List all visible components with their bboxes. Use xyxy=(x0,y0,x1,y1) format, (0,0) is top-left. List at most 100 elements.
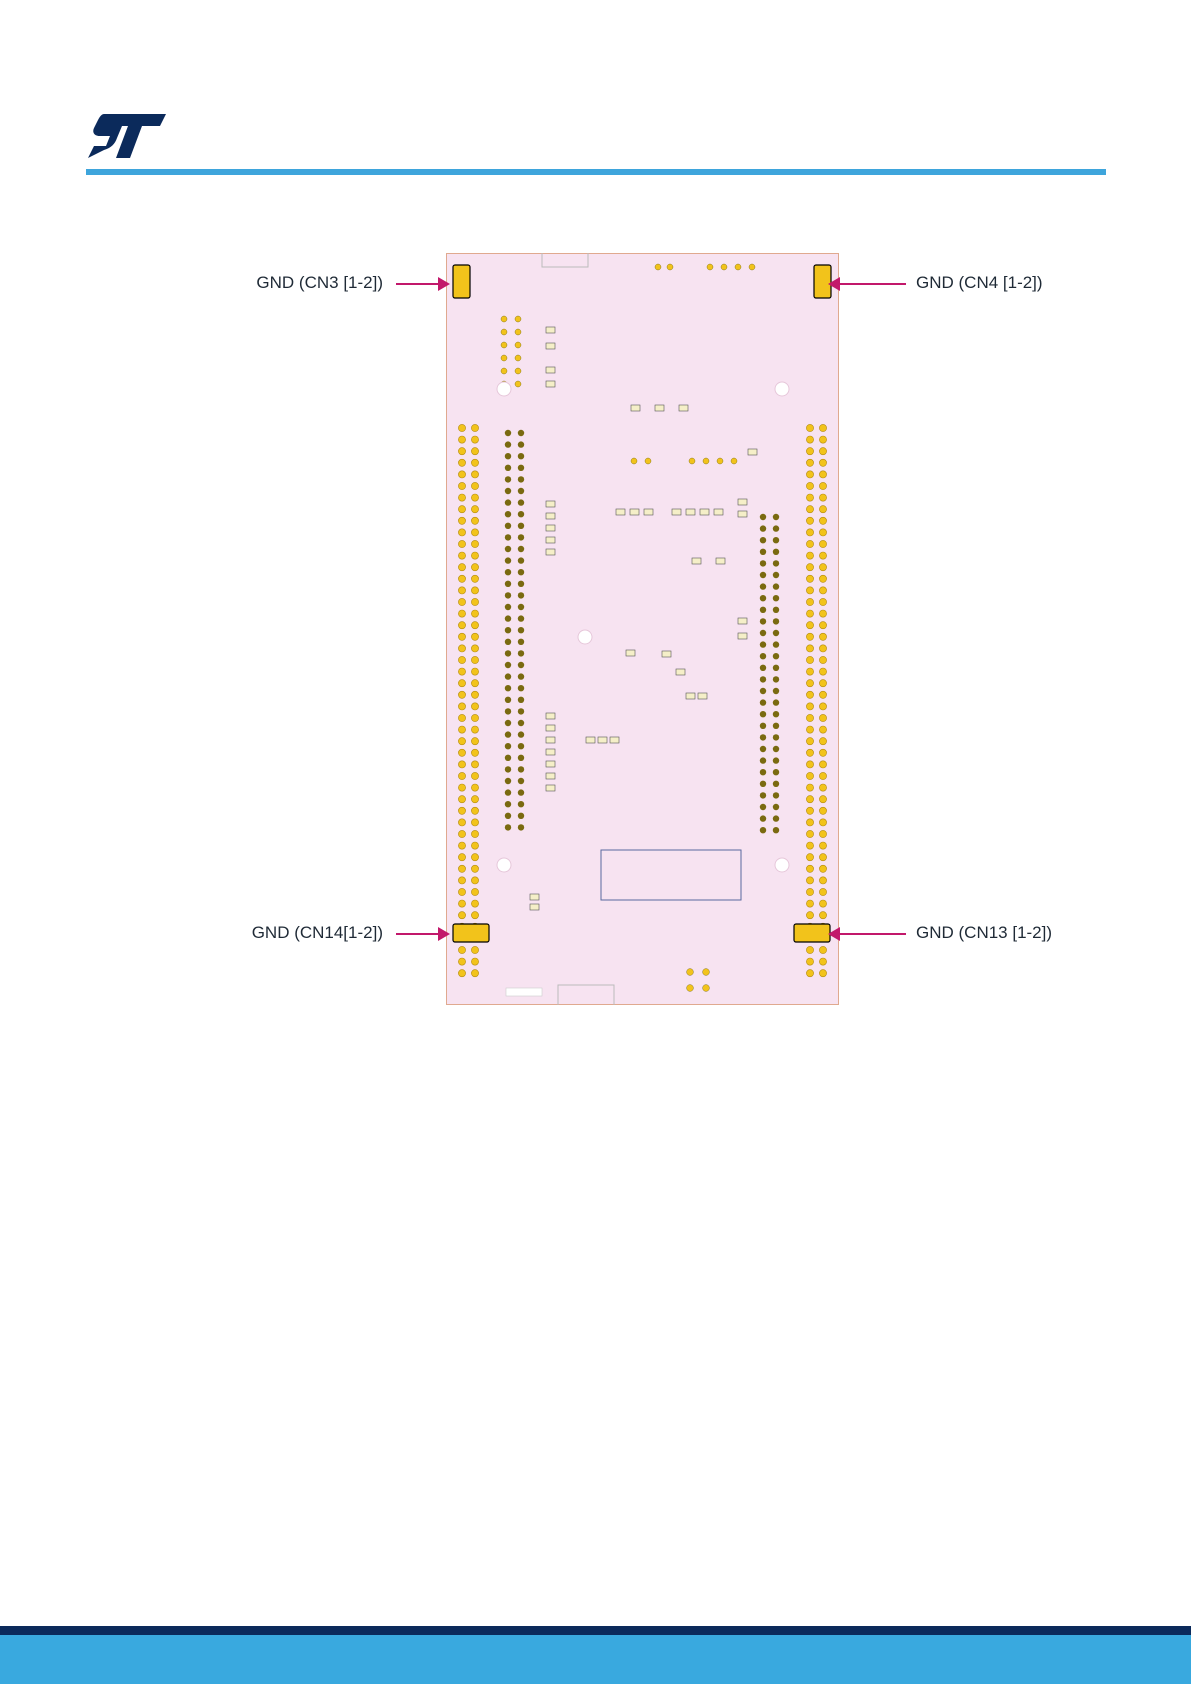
inner-pin xyxy=(760,676,766,682)
header-pin xyxy=(458,564,465,571)
st-logo-icon xyxy=(86,112,168,162)
header-pin xyxy=(819,819,826,826)
inner-pin xyxy=(505,499,511,505)
header-pin xyxy=(458,865,465,872)
inner-pin xyxy=(760,514,766,520)
component xyxy=(586,737,595,743)
header-pin xyxy=(819,622,826,629)
callout-bottom-left: GND (CN14[1-2]) xyxy=(183,923,383,943)
inner-pin xyxy=(773,699,779,705)
header-pin xyxy=(819,482,826,489)
inner-pin xyxy=(505,813,511,819)
header-pin xyxy=(819,506,826,513)
header-pin xyxy=(806,482,813,489)
header-pin xyxy=(806,970,813,977)
header-pin xyxy=(471,784,478,791)
inner-pin xyxy=(518,546,524,552)
component xyxy=(616,509,625,515)
inner-pin xyxy=(518,453,524,459)
inner-pin xyxy=(773,630,779,636)
inner-pin xyxy=(505,604,511,610)
header-pin xyxy=(819,633,826,640)
header-pin xyxy=(471,529,478,536)
inner-pin xyxy=(518,430,524,436)
inner-pin xyxy=(505,534,511,540)
test-pad xyxy=(717,458,723,464)
inner-pin xyxy=(773,641,779,647)
arrow-top-left xyxy=(396,283,448,285)
header-pin xyxy=(819,645,826,652)
inner-pin xyxy=(760,699,766,705)
inner-pin xyxy=(760,618,766,624)
inner-pin xyxy=(505,476,511,482)
gnd-cn3-pad xyxy=(453,265,470,298)
header-pin xyxy=(471,726,478,733)
component xyxy=(546,501,555,507)
header-pin xyxy=(806,448,813,455)
header-pin xyxy=(471,749,478,756)
header-pin xyxy=(806,494,813,501)
header-pin xyxy=(471,448,478,455)
header-pin xyxy=(458,714,465,721)
inner-pin xyxy=(773,769,779,775)
header-pin xyxy=(806,796,813,803)
component xyxy=(546,381,555,387)
board-drawing xyxy=(446,253,839,1005)
component xyxy=(698,693,707,699)
header-pin xyxy=(458,471,465,478)
inner-pin xyxy=(760,572,766,578)
inner-pin xyxy=(760,769,766,775)
component xyxy=(546,749,555,755)
inner-pin xyxy=(518,650,524,656)
inner-pin xyxy=(773,595,779,601)
component xyxy=(738,511,747,517)
inner-pin xyxy=(505,639,511,645)
header-pin xyxy=(471,900,478,907)
inner-pin xyxy=(760,781,766,787)
inner-pin xyxy=(505,697,511,703)
inner-pin xyxy=(760,688,766,694)
component xyxy=(630,509,639,515)
header-pin xyxy=(458,888,465,895)
header-rule xyxy=(86,169,1106,175)
inner-pin xyxy=(760,630,766,636)
inner-pin xyxy=(760,595,766,601)
header-pin xyxy=(471,703,478,710)
inner-pin xyxy=(518,743,524,749)
header-pin xyxy=(806,703,813,710)
component xyxy=(644,509,653,515)
header-pin xyxy=(819,726,826,733)
header-pin xyxy=(819,854,826,861)
inner-pin xyxy=(505,755,511,761)
inner-pin xyxy=(773,618,779,624)
header-pin xyxy=(806,645,813,652)
header-pin xyxy=(471,691,478,698)
component xyxy=(546,525,555,531)
header-pin xyxy=(806,575,813,582)
inner-pin xyxy=(773,757,779,763)
component xyxy=(700,509,709,515)
inner-pin xyxy=(518,813,524,819)
component xyxy=(631,405,640,411)
component xyxy=(546,549,555,555)
mounting-hole xyxy=(497,858,511,872)
header-pin xyxy=(471,540,478,547)
inner-pin xyxy=(505,743,511,749)
jumper-pin xyxy=(501,329,507,335)
header-pin xyxy=(458,819,465,826)
header-pin xyxy=(458,540,465,547)
inner-pin xyxy=(505,673,511,679)
header-pin xyxy=(458,726,465,733)
inner-pin xyxy=(773,723,779,729)
inner-pin xyxy=(760,815,766,821)
inner-pin xyxy=(773,549,779,555)
header-pin xyxy=(471,946,478,953)
inner-pin xyxy=(518,731,524,737)
inner-pin xyxy=(760,711,766,717)
inner-pin xyxy=(505,708,511,714)
header-pin xyxy=(819,761,826,768)
header-pin xyxy=(819,540,826,547)
inner-pin xyxy=(773,572,779,578)
inner-pin xyxy=(760,665,766,671)
inner-pin xyxy=(518,673,524,679)
